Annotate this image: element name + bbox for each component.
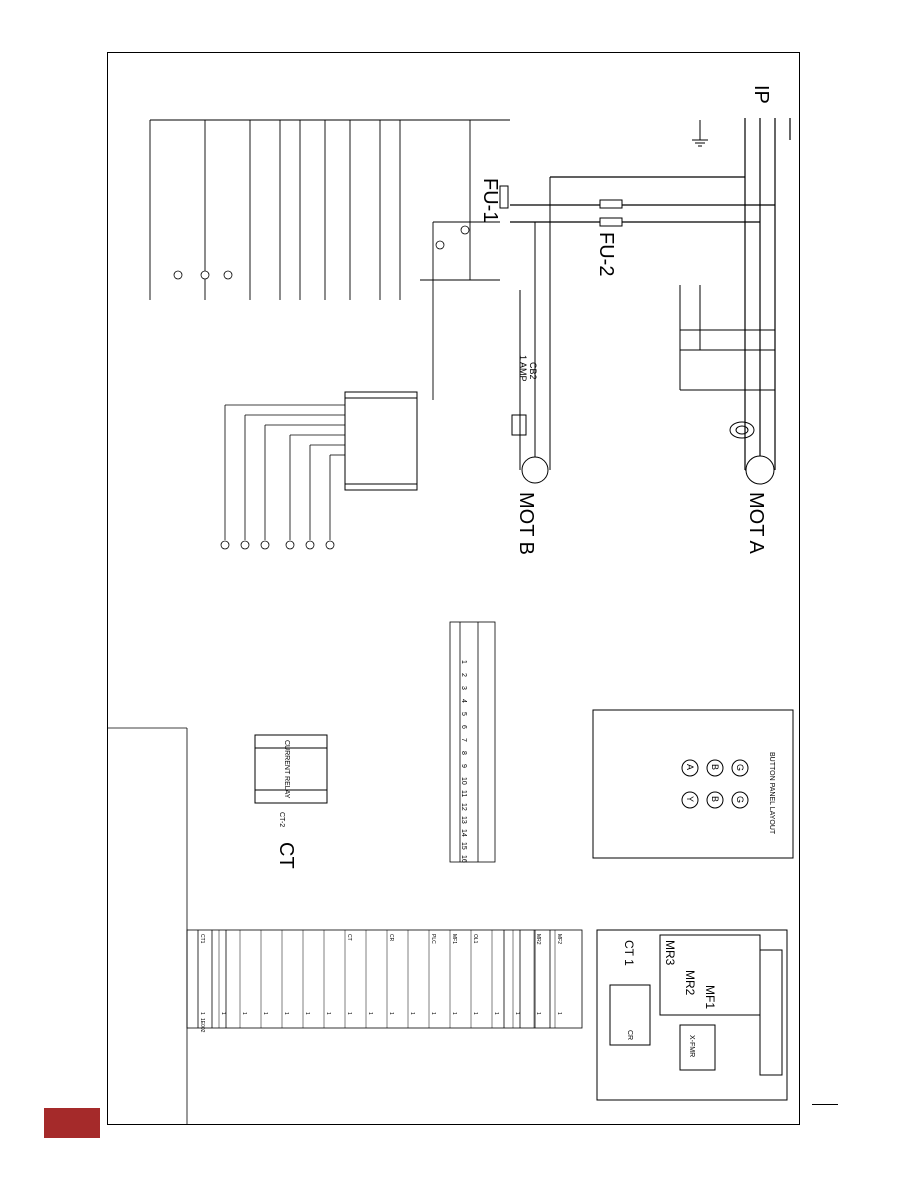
mf1-label: MF1 <box>703 985 717 1009</box>
pendant-button <box>706 759 724 777</box>
xfmr-label: X-FMR <box>688 1035 695 1057</box>
terminal-number: 16 <box>460 855 467 863</box>
pendant-button-letter: G <box>735 796 745 803</box>
cb-label: CB2 <box>528 362 538 380</box>
fu1-label: FU-1 <box>479 178 501 222</box>
pendant-buttons: G B A G B Y <box>681 759 749 809</box>
bom-cell: 1 <box>451 1012 457 1015</box>
page-corner-tab <box>44 1108 100 1138</box>
pendant-button <box>706 791 724 809</box>
power-lines <box>510 118 791 470</box>
terminal-number: 15 <box>460 842 467 850</box>
terminal-number: 9 <box>460 764 467 768</box>
bom-cell: MF2 <box>556 934 562 944</box>
terminal-number: 4 <box>460 699 467 703</box>
bom-cell: 1 <box>430 1012 436 1015</box>
bom-cell: 1 <box>199 1012 205 1015</box>
bom-cell: PLC <box>430 934 436 944</box>
current-relay-block <box>254 734 328 804</box>
sheet-border <box>107 52 800 1125</box>
terminal-number: 1 <box>460 660 467 664</box>
terminal-number: 13 <box>460 816 467 824</box>
bom-cell: 1E002 <box>199 1018 205 1033</box>
bom-cell: 1 <box>556 1012 562 1015</box>
fu2-label: FU-2 <box>595 232 617 276</box>
footer-rule <box>812 1104 838 1105</box>
pendant-button <box>731 791 749 809</box>
bom-cell: 1 <box>283 1012 289 1015</box>
bom-cell: OL1 <box>472 934 478 944</box>
bom-cell: MR2 <box>535 934 541 945</box>
control-ladder <box>149 119 510 400</box>
terminal-number: 8 <box>460 751 467 755</box>
pendant-button-letter: B <box>710 796 720 802</box>
bom-cell: 1 <box>304 1012 310 1015</box>
terminal-number: 10 <box>460 777 467 785</box>
plc-block <box>344 391 418 491</box>
terminal-strip <box>449 621 496 863</box>
ct2-label: CT-2 <box>278 812 285 827</box>
bom-cell: 1 <box>241 1012 247 1015</box>
terminal-number: 2 <box>460 673 467 677</box>
bom-cell: 1 <box>493 1012 499 1015</box>
ground-symbol <box>692 120 708 147</box>
bom-cell: MF1 <box>451 934 457 944</box>
pendant-button <box>681 759 699 777</box>
pendant-button <box>681 791 699 809</box>
amp-label: 1 AMP <box>518 355 528 382</box>
button-panel-box <box>592 709 794 859</box>
bom-cell: 1 <box>325 1012 331 1015</box>
terminal-number: 5 <box>460 712 467 716</box>
terminal-number: 12 <box>460 803 467 811</box>
bom-cell: 1 <box>367 1012 373 1015</box>
terminal-number: 6 <box>460 725 467 729</box>
cr-label: CR <box>626 1030 633 1040</box>
mot-a-label: MOT A <box>745 492 767 555</box>
bom-cell: 1 <box>514 1012 520 1015</box>
bom-cell: 1 <box>220 1012 226 1015</box>
plc-outputs <box>224 404 345 540</box>
terminal-number: 7 <box>460 738 467 742</box>
mr3-label: MR3 <box>663 940 677 966</box>
ct-label: CT <box>275 842 297 869</box>
bom-cell: 1 <box>409 1012 415 1015</box>
mot-b-label: MOT B <box>515 492 537 555</box>
bom-cell: 1 <box>388 1012 394 1015</box>
fuses <box>499 185 623 227</box>
terminal-number: 3 <box>460 686 467 690</box>
bom-row-lines <box>218 930 556 1028</box>
bom-cell: 1 <box>262 1012 268 1015</box>
pendant-button <box>731 759 749 777</box>
mr2-label: MR2 <box>683 970 697 996</box>
bom-cell: 1 <box>472 1012 478 1015</box>
motor-b-circuit <box>511 177 551 484</box>
terminal-number: 14 <box>460 829 467 837</box>
ct1-label: CT 1 <box>622 940 636 966</box>
pilot-lamps <box>173 225 470 550</box>
pendant-button-letter: G <box>735 764 745 771</box>
bom-cell: 1 <box>535 1012 541 1015</box>
contactor-block-a <box>679 285 775 485</box>
pendant-button-letter: A <box>685 764 695 770</box>
bom-cell: CT1 <box>199 934 205 944</box>
ip-label: IP <box>750 85 772 104</box>
enclosure-layout-box <box>596 929 788 1101</box>
pendant-button-letter: Y <box>685 796 695 802</box>
terminal-number: 11 <box>460 790 467 797</box>
button-panel-title: BUTTON PANEL LAYOUT <box>768 752 775 835</box>
title-block <box>107 727 188 1125</box>
pendant-button-letter: B <box>710 764 720 770</box>
bom-cell: CR <box>388 934 394 942</box>
current-relay-label: CURRENT RELAY <box>283 740 290 799</box>
bom-cell: CT <box>346 934 352 941</box>
bom-cell: 1 <box>346 1012 352 1015</box>
